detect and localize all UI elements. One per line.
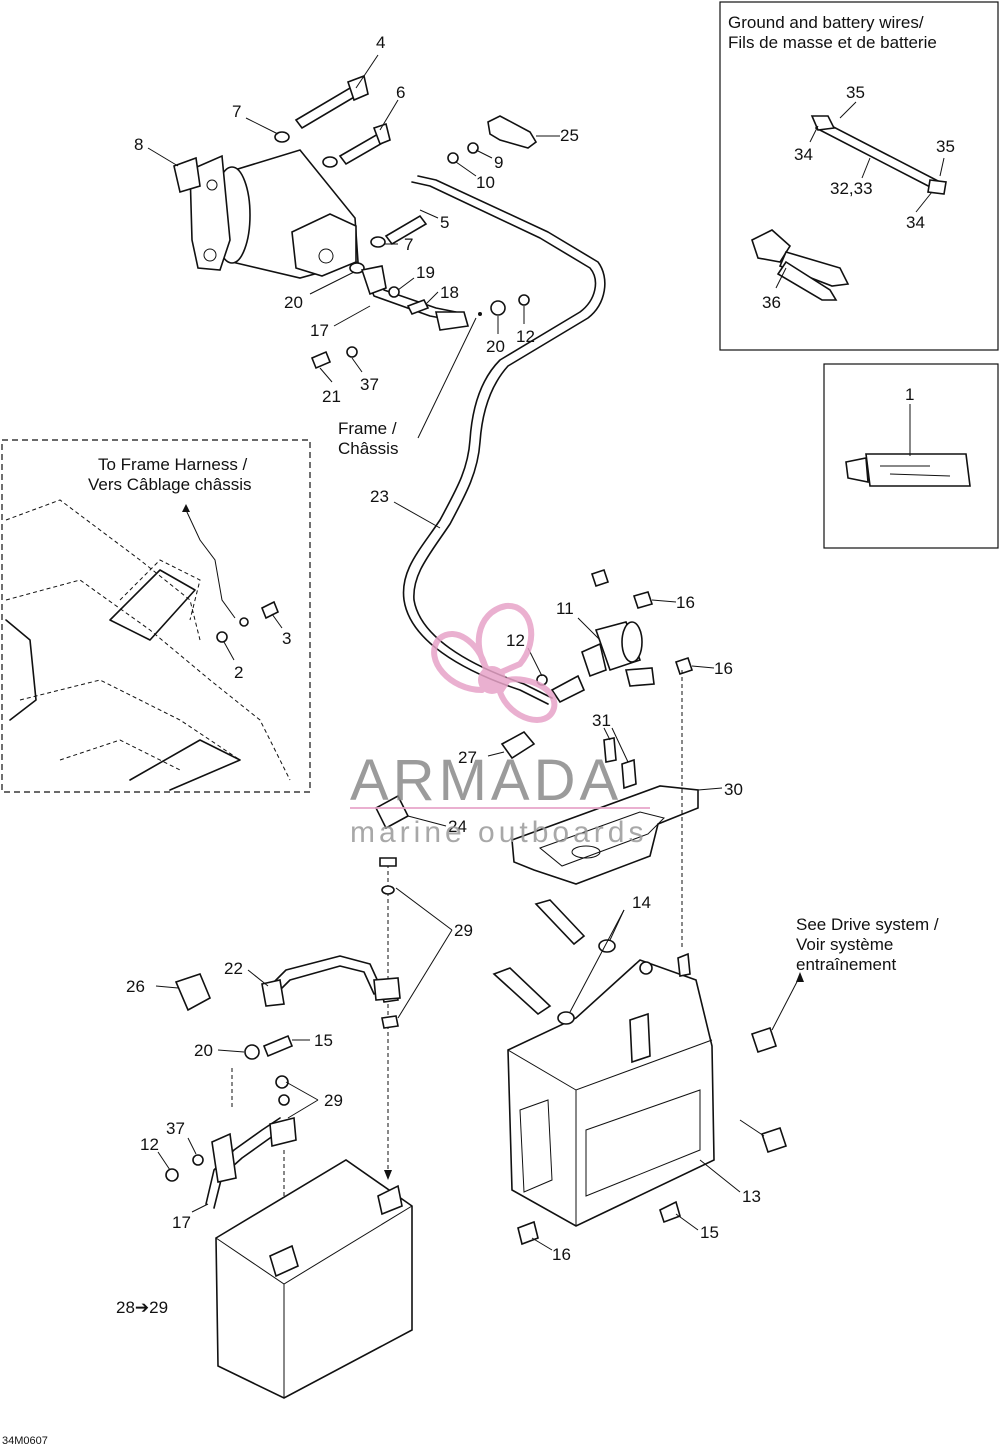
leader-lines <box>147 54 945 1251</box>
cable-22 <box>265 955 381 991</box>
cable-5 <box>402 181 597 705</box>
bolt-7-lower <box>384 214 428 246</box>
callout-18: 18 <box>440 283 459 302</box>
callout-5: 5 <box>440 213 449 232</box>
frame-note-line2: Châssis <box>338 439 398 458</box>
bolt-21 <box>310 346 358 370</box>
callout-23: 23 <box>370 487 389 506</box>
callout-25: 25 <box>560 126 579 145</box>
propeller-logo-icon <box>431 603 558 723</box>
callout-30: 30 <box>724 780 743 799</box>
callout-34: 34 <box>906 213 925 232</box>
crimp-tool-36 <box>751 229 850 301</box>
callout-28-29: 28➔29 <box>116 1298 168 1317</box>
callout-13: 13 <box>742 1187 761 1206</box>
callout-37: 37 <box>360 375 379 394</box>
callout-21: 21 <box>322 387 341 406</box>
wire-32-33 <box>810 115 947 195</box>
callout-6: 6 <box>396 83 405 102</box>
drive-note-line1: See Drive system / <box>796 915 939 934</box>
callout-16: 16 <box>676 593 695 612</box>
bolts-14 <box>492 899 691 1025</box>
callout-32-33: 32,33 <box>830 179 873 198</box>
callout-35: 35 <box>846 83 865 102</box>
callout-34: 34 <box>794 145 813 164</box>
harness-note-line2: Vers Câblage châssis <box>88 475 251 494</box>
callout-20: 20 <box>194 1041 213 1060</box>
callout-16: 16 <box>552 1245 571 1264</box>
bolt-6 <box>338 122 391 166</box>
callout-19: 19 <box>416 263 435 282</box>
callout-7: 7 <box>404 235 413 254</box>
grease-tube-1 <box>845 453 971 487</box>
callout-29: 29 <box>324 1091 343 1110</box>
bolt-4 <box>294 74 369 130</box>
callout-20: 20 <box>284 293 303 312</box>
callout-22: 22 <box>224 959 243 978</box>
bolt-15 <box>244 1034 294 1060</box>
battery <box>215 1159 413 1399</box>
battery-tray-13 <box>507 959 715 1227</box>
cap-27 <box>500 730 536 760</box>
callout-35: 35 <box>936 137 955 156</box>
callout-20: 20 <box>486 337 505 356</box>
callout-16: 16 <box>714 659 733 678</box>
callout-12: 12 <box>140 1135 159 1154</box>
watermark-title: ARMADA <box>350 748 622 813</box>
callout-4: 4 <box>376 33 385 52</box>
callout-26: 26 <box>126 977 145 996</box>
callout-8: 8 <box>134 135 143 154</box>
document-code: 34M0607 <box>2 1435 48 1447</box>
frame-drawing <box>5 499 291 791</box>
callout-12: 12 <box>516 327 535 346</box>
drive-note-line3: entraînement <box>796 955 896 974</box>
callout-15: 15 <box>700 1223 719 1242</box>
callout-labels: 4 6 7 8 25 9 10 5 7 19 18 20 17 20 12 21… <box>116 33 955 1317</box>
callout-36: 36 <box>762 293 781 312</box>
nuts-16 <box>590 568 694 676</box>
callout-24: 24 <box>448 817 467 836</box>
callout-17: 17 <box>172 1213 191 1232</box>
callout-31: 31 <box>592 711 611 730</box>
callout-7: 7 <box>232 102 241 121</box>
ground-inset-title-line1: Ground and battery wires/ <box>728 13 924 32</box>
bracket-30 <box>511 737 699 885</box>
callout-1: 1 <box>905 385 914 404</box>
grease-inset-box <box>823 363 999 549</box>
callout-37: 37 <box>166 1119 185 1138</box>
callout-29: 29 <box>454 921 473 940</box>
callout-15: 15 <box>314 1031 333 1050</box>
callout-11: 11 <box>556 599 574 618</box>
drive-note-line2: Voir système <box>796 935 893 954</box>
ground-inset-title-line2: Fils de masse et de batterie <box>728 33 937 52</box>
callout-17: 17 <box>310 321 329 340</box>
harness-note-line1: To Frame Harness / <box>98 455 248 474</box>
callout-12: 12 <box>506 631 525 650</box>
frame-note-line1: Frame / <box>338 419 397 438</box>
callout-3: 3 <box>282 629 291 648</box>
frame-harness-inset-box <box>1 439 311 793</box>
solenoid-11 <box>581 621 655 687</box>
callout-14: 14 <box>632 893 651 912</box>
boot-25 <box>487 115 538 149</box>
washers-7 <box>274 131 386 274</box>
callout-10: 10 <box>476 173 495 192</box>
callout-9: 9 <box>494 153 503 172</box>
callout-2: 2 <box>234 663 243 682</box>
nuts-9-10 <box>447 142 479 164</box>
hardware-29 <box>379 857 399 1029</box>
ground-wires-inset-box <box>719 1 999 351</box>
starter-motor <box>173 149 359 279</box>
cable-17-lower <box>205 1117 281 1205</box>
armada-watermark: ARMADA marine outboards <box>350 603 650 849</box>
callout-27: 27 <box>458 748 477 767</box>
boot-26 <box>174 973 212 1012</box>
watermark-subtitle: marine outboards <box>350 816 647 849</box>
